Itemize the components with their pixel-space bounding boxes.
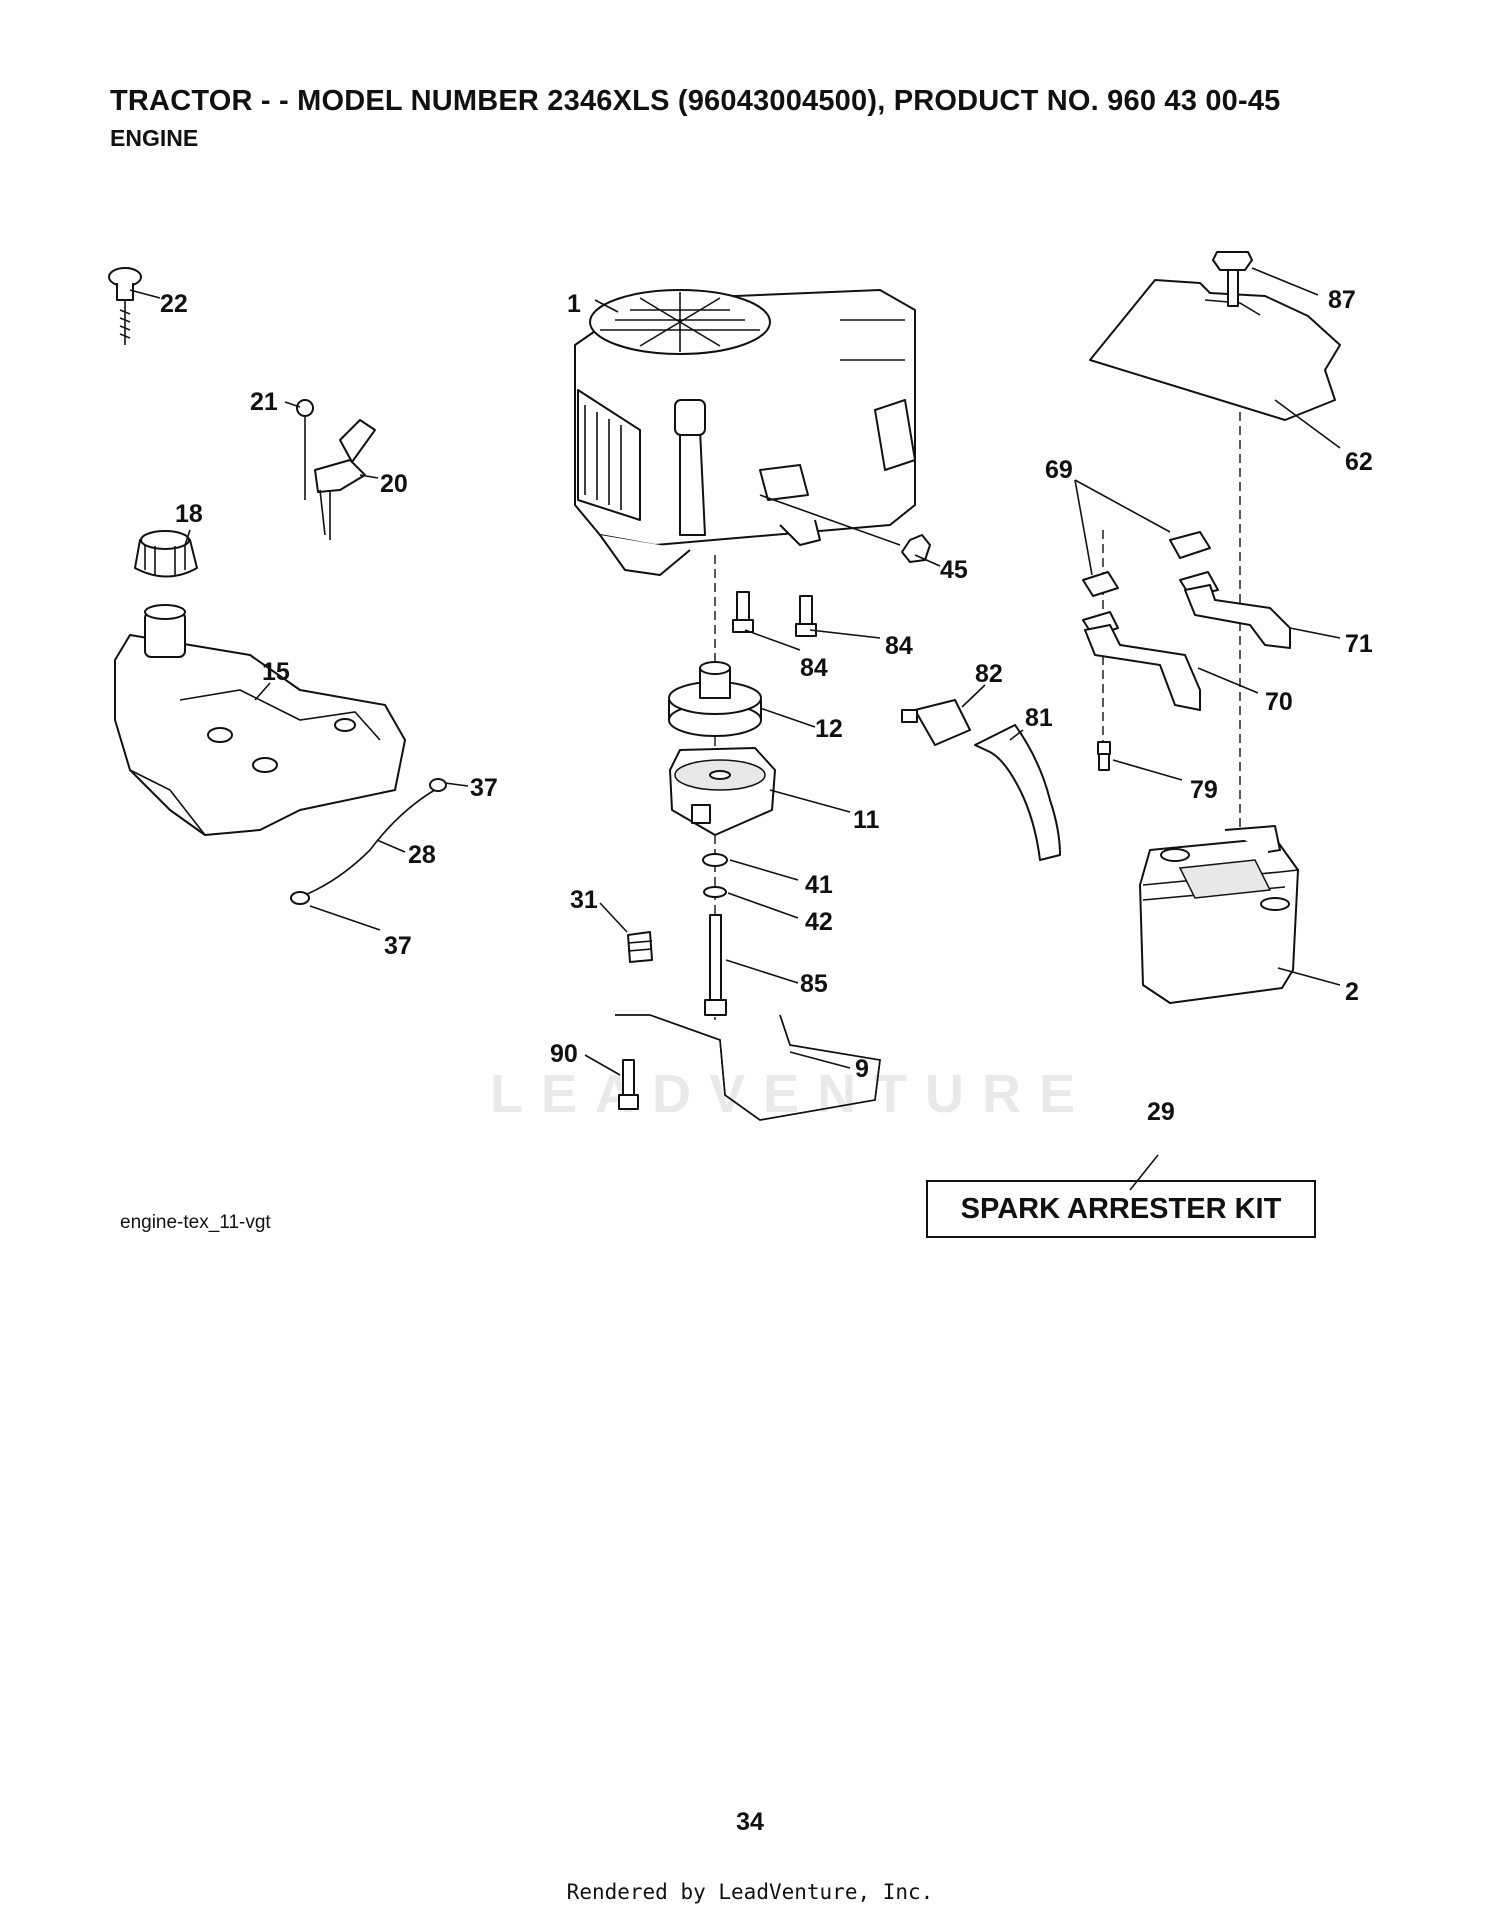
callout-12: 12 <box>815 715 843 743</box>
part-85-bolt <box>704 914 727 1016</box>
callout-84-left: 84 <box>800 654 828 682</box>
callout-81: 81 <box>1025 704 1053 732</box>
callout-84-right: 84 <box>885 632 913 660</box>
part-87-knob <box>1212 251 1253 307</box>
part-62-heat-shield <box>1089 279 1341 421</box>
figure-reference: engine-tex_11-vgt <box>120 1212 271 1233</box>
callout-28: 28 <box>408 841 436 869</box>
part-82-fitting <box>901 699 971 746</box>
callout-11: 11 <box>853 806 880 834</box>
callout-45: 45 <box>940 556 968 584</box>
callout-31: 31 <box>570 886 598 914</box>
part-41-washer <box>702 853 728 867</box>
footer-credit: Rendered by LeadVenture, Inc. <box>566 1880 934 1904</box>
part-70-exhaust-pipe <box>1084 624 1201 711</box>
callout-15: 15 <box>262 658 290 686</box>
watermark: LEADVENTURE <box>490 1064 1094 1124</box>
callout-21: 21 <box>250 388 278 416</box>
callout-18: 18 <box>175 500 203 528</box>
page-title: TRACTOR - - MODEL NUMBER 2346XLS (960430… <box>110 85 1281 117</box>
callout-41: 41 <box>805 871 833 899</box>
part-12-pulley <box>668 661 762 737</box>
callout-87: 87 <box>1328 286 1356 314</box>
part-15-fuel-tank <box>114 604 406 836</box>
part-18-fuel-cap <box>134 530 198 578</box>
callout-82: 82 <box>975 660 1003 688</box>
callout-20: 20 <box>380 470 408 498</box>
part-81-hose <box>974 724 1061 861</box>
part-79-bolt <box>1097 741 1111 771</box>
part-1-engine <box>574 289 916 576</box>
part-9-rod <box>615 1014 881 1121</box>
callout-70: 70 <box>1265 688 1293 716</box>
callout-29: 29 <box>1147 1098 1175 1126</box>
part-84-bolts <box>732 591 817 637</box>
callout-62: 62 <box>1345 448 1373 476</box>
part-22-plug <box>108 267 142 345</box>
callout-71: 71 <box>1345 630 1373 658</box>
callout-85: 85 <box>800 970 828 998</box>
part-71-exhaust-pipe <box>1184 584 1291 649</box>
callout-1: 1 <box>567 290 581 318</box>
callout-2: 2 <box>1345 978 1359 1006</box>
spark-arrester-kit-box: SPARK ARRESTER KIT <box>926 1180 1316 1238</box>
callout-42: 42 <box>805 908 833 936</box>
part-31-spring <box>627 931 653 963</box>
part-28-fuel-hose <box>290 778 447 905</box>
callout-37-upper: 37 <box>470 774 498 802</box>
callout-37-lower: 37 <box>384 932 412 960</box>
part-2-muffler <box>1139 825 1299 1004</box>
callout-22: 22 <box>160 290 188 318</box>
callout-79: 79 <box>1190 776 1218 804</box>
callout-90: 90 <box>550 1040 578 1068</box>
leader-lines <box>129 267 1341 1191</box>
page-number: 34 <box>736 1808 764 1836</box>
callout-69: 69 <box>1045 456 1073 484</box>
part-11-clutch <box>669 747 776 836</box>
part-90-bolt <box>618 1059 639 1110</box>
part-45-nut <box>901 534 931 563</box>
part-42-lock-washer <box>703 886 727 898</box>
part-20-throttle-bracket <box>296 399 376 540</box>
callout-labels: 22 21 20 18 15 37 28 37 1 45 84 84 12 11… <box>160 286 1373 1126</box>
section-subtitle: ENGINE <box>110 125 199 151</box>
callout-9: 9 <box>855 1055 869 1083</box>
